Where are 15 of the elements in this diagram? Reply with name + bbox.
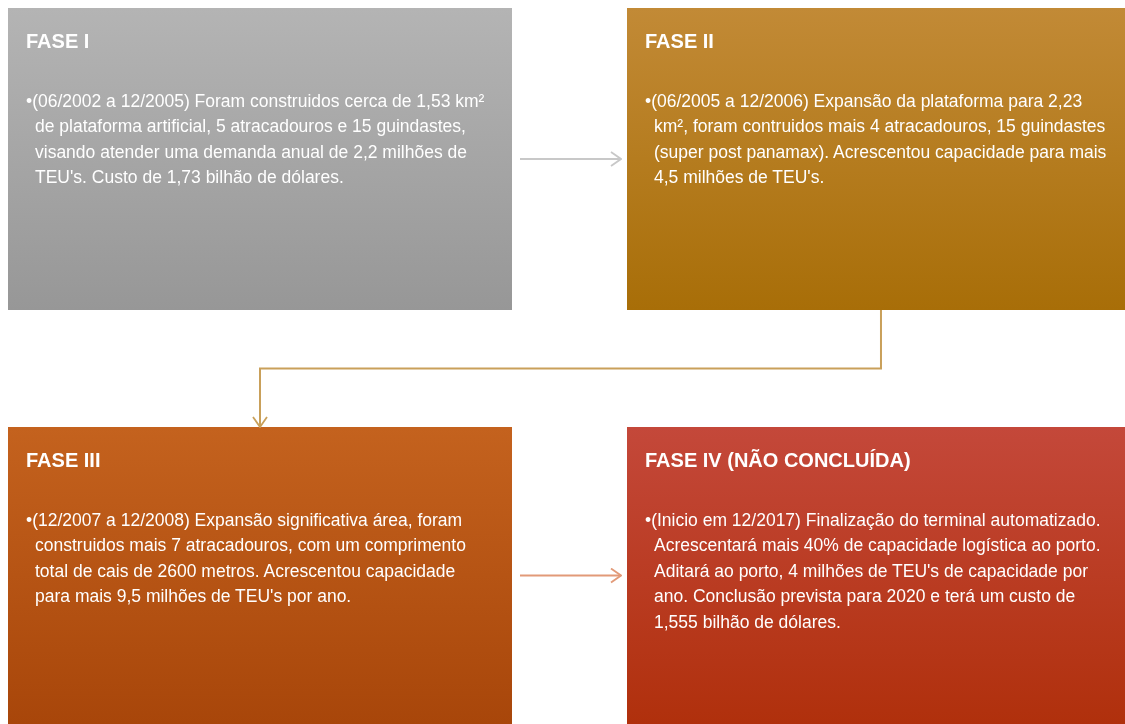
phase-description: •(Inicio em 12/2017) Finalização do terminal automatizado. Acrescentará mais 40% de capacidade logística ao porto. Aditará ao porto, 4 milhões de TEU's de capacidade por ano. Conclusão prevista para 2020 e terá um custo de 1,555 bilhão de dólares. [645, 509, 1102, 634]
phase-heading: FASE II [645, 30, 715, 53]
phase-box [627, 427, 1125, 724]
arrow [252, 309, 882, 428]
phase-box [627, 8, 1125, 310]
phase-description: •(12/2007 a 12/2008) Expansão significativa área, foram construidos mais 7 atracadouros, com um comprimento total de cais de 2600 metros. Acrescentou capacidade para mais 9,5 milhões de TEU's por ano. [26, 509, 467, 609]
phase-heading: FASE III [26, 449, 102, 472]
arrow [519, 567, 622, 584]
phase-box [8, 8, 512, 310]
arrow [519, 151, 622, 167]
phase-heading: FASE I [26, 30, 91, 53]
phase-description: •(06/2002 a 12/2005) Foram construidos cerca de 1,53 km² de plataforma artificial, 5 atracadouros e 15 guindastes, visando atender uma demanda anual de 2,2 milhões de TEU's. Custo de 1,73 bilhão de dólares. [26, 90, 486, 190]
phase-description: •(06/2005 a 12/2006) Expansão da plataforma para 2,23 km², foram contruidos mais 4 atracadouros, 15 guindastes (super post panamax). Acrescentou capacidade para mais 4,5 milhões de TEU's. [645, 90, 1107, 190]
phase-heading: FASE IV (NÃO CONCLUÍDA) [645, 449, 912, 472]
phase-box [8, 427, 512, 724]
